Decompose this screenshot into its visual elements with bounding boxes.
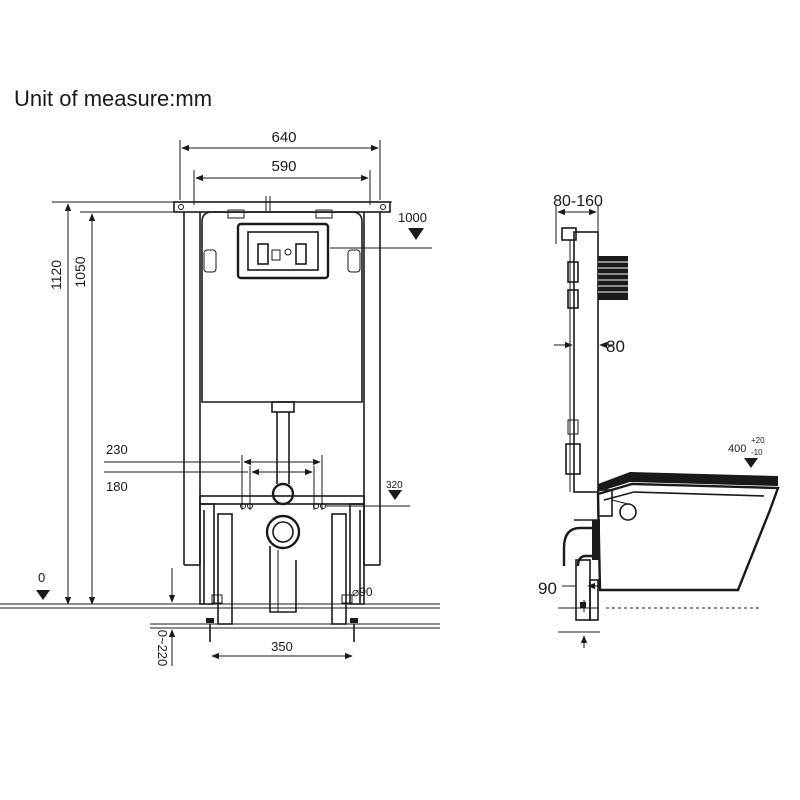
label-640: 640 xyxy=(271,129,296,146)
level-marker-320: 320 xyxy=(326,480,410,507)
label-pipe-diameter: ⌀90 xyxy=(352,585,373,599)
wall-hung-toilet xyxy=(596,472,780,592)
level-marker-1000: 1000 xyxy=(330,210,432,249)
level-marker-0: 0 xyxy=(36,570,50,600)
flush-plate-side xyxy=(598,256,628,300)
label-80: 80 xyxy=(606,337,625,356)
label-350: 350 xyxy=(271,639,293,654)
label-400: 400 xyxy=(728,443,746,455)
label-leg-adjust: 0~220 xyxy=(155,630,170,667)
dimension-outlet-90: 90 xyxy=(538,579,600,598)
dimension-leg-adjust: 0~220 xyxy=(155,568,176,667)
floor-lines xyxy=(0,603,440,629)
frame-legs-side xyxy=(575,559,599,621)
unit-of-measure-title: Unit of measure:mm xyxy=(14,86,213,111)
flush-plate xyxy=(236,222,330,280)
dimension-230: 230 xyxy=(104,442,323,510)
label-400-tol-minus: -10 xyxy=(751,448,763,457)
drain-bend xyxy=(562,519,600,567)
label-1000: 1000 xyxy=(398,210,427,225)
installation-frame xyxy=(173,201,391,566)
level-marker-400: 400 +20 -10 xyxy=(728,436,765,468)
anchor-bolts xyxy=(206,618,358,642)
dimension-350: 350 xyxy=(211,639,353,660)
dimension-depth-80-160: 80-160 xyxy=(553,193,603,244)
frame-side-profile xyxy=(561,227,599,493)
dimension-frame-depth-80: 80 xyxy=(554,337,625,356)
dimension-width-590: 590 xyxy=(193,158,371,205)
label-0: 0 xyxy=(38,570,45,585)
side-view: 80-160 80 xyxy=(538,193,780,648)
label-180: 180 xyxy=(106,479,128,494)
label-1050: 1050 xyxy=(72,256,88,287)
floor-line-side xyxy=(558,607,760,648)
drain-outlet xyxy=(265,514,301,613)
label-400-tol-plus: +20 xyxy=(751,436,765,445)
label-590: 590 xyxy=(271,158,296,175)
front-view: 640 590 1120 1050 xyxy=(0,129,440,666)
label-90: 90 xyxy=(538,579,557,598)
dimension-height-1050: 1050 xyxy=(72,213,96,605)
flush-pipe xyxy=(271,401,295,506)
cistern-tank xyxy=(201,196,363,403)
dimension-height-1120: 1120 xyxy=(48,203,72,605)
label-80-160: 80-160 xyxy=(553,193,603,210)
label-1120: 1120 xyxy=(48,260,64,290)
label-230: 230 xyxy=(106,442,128,457)
dimension-width-640: 640 xyxy=(179,129,381,200)
mounting-crossbar xyxy=(199,495,365,509)
dimension-180: 180 xyxy=(104,466,315,510)
label-320: 320 xyxy=(386,480,403,491)
